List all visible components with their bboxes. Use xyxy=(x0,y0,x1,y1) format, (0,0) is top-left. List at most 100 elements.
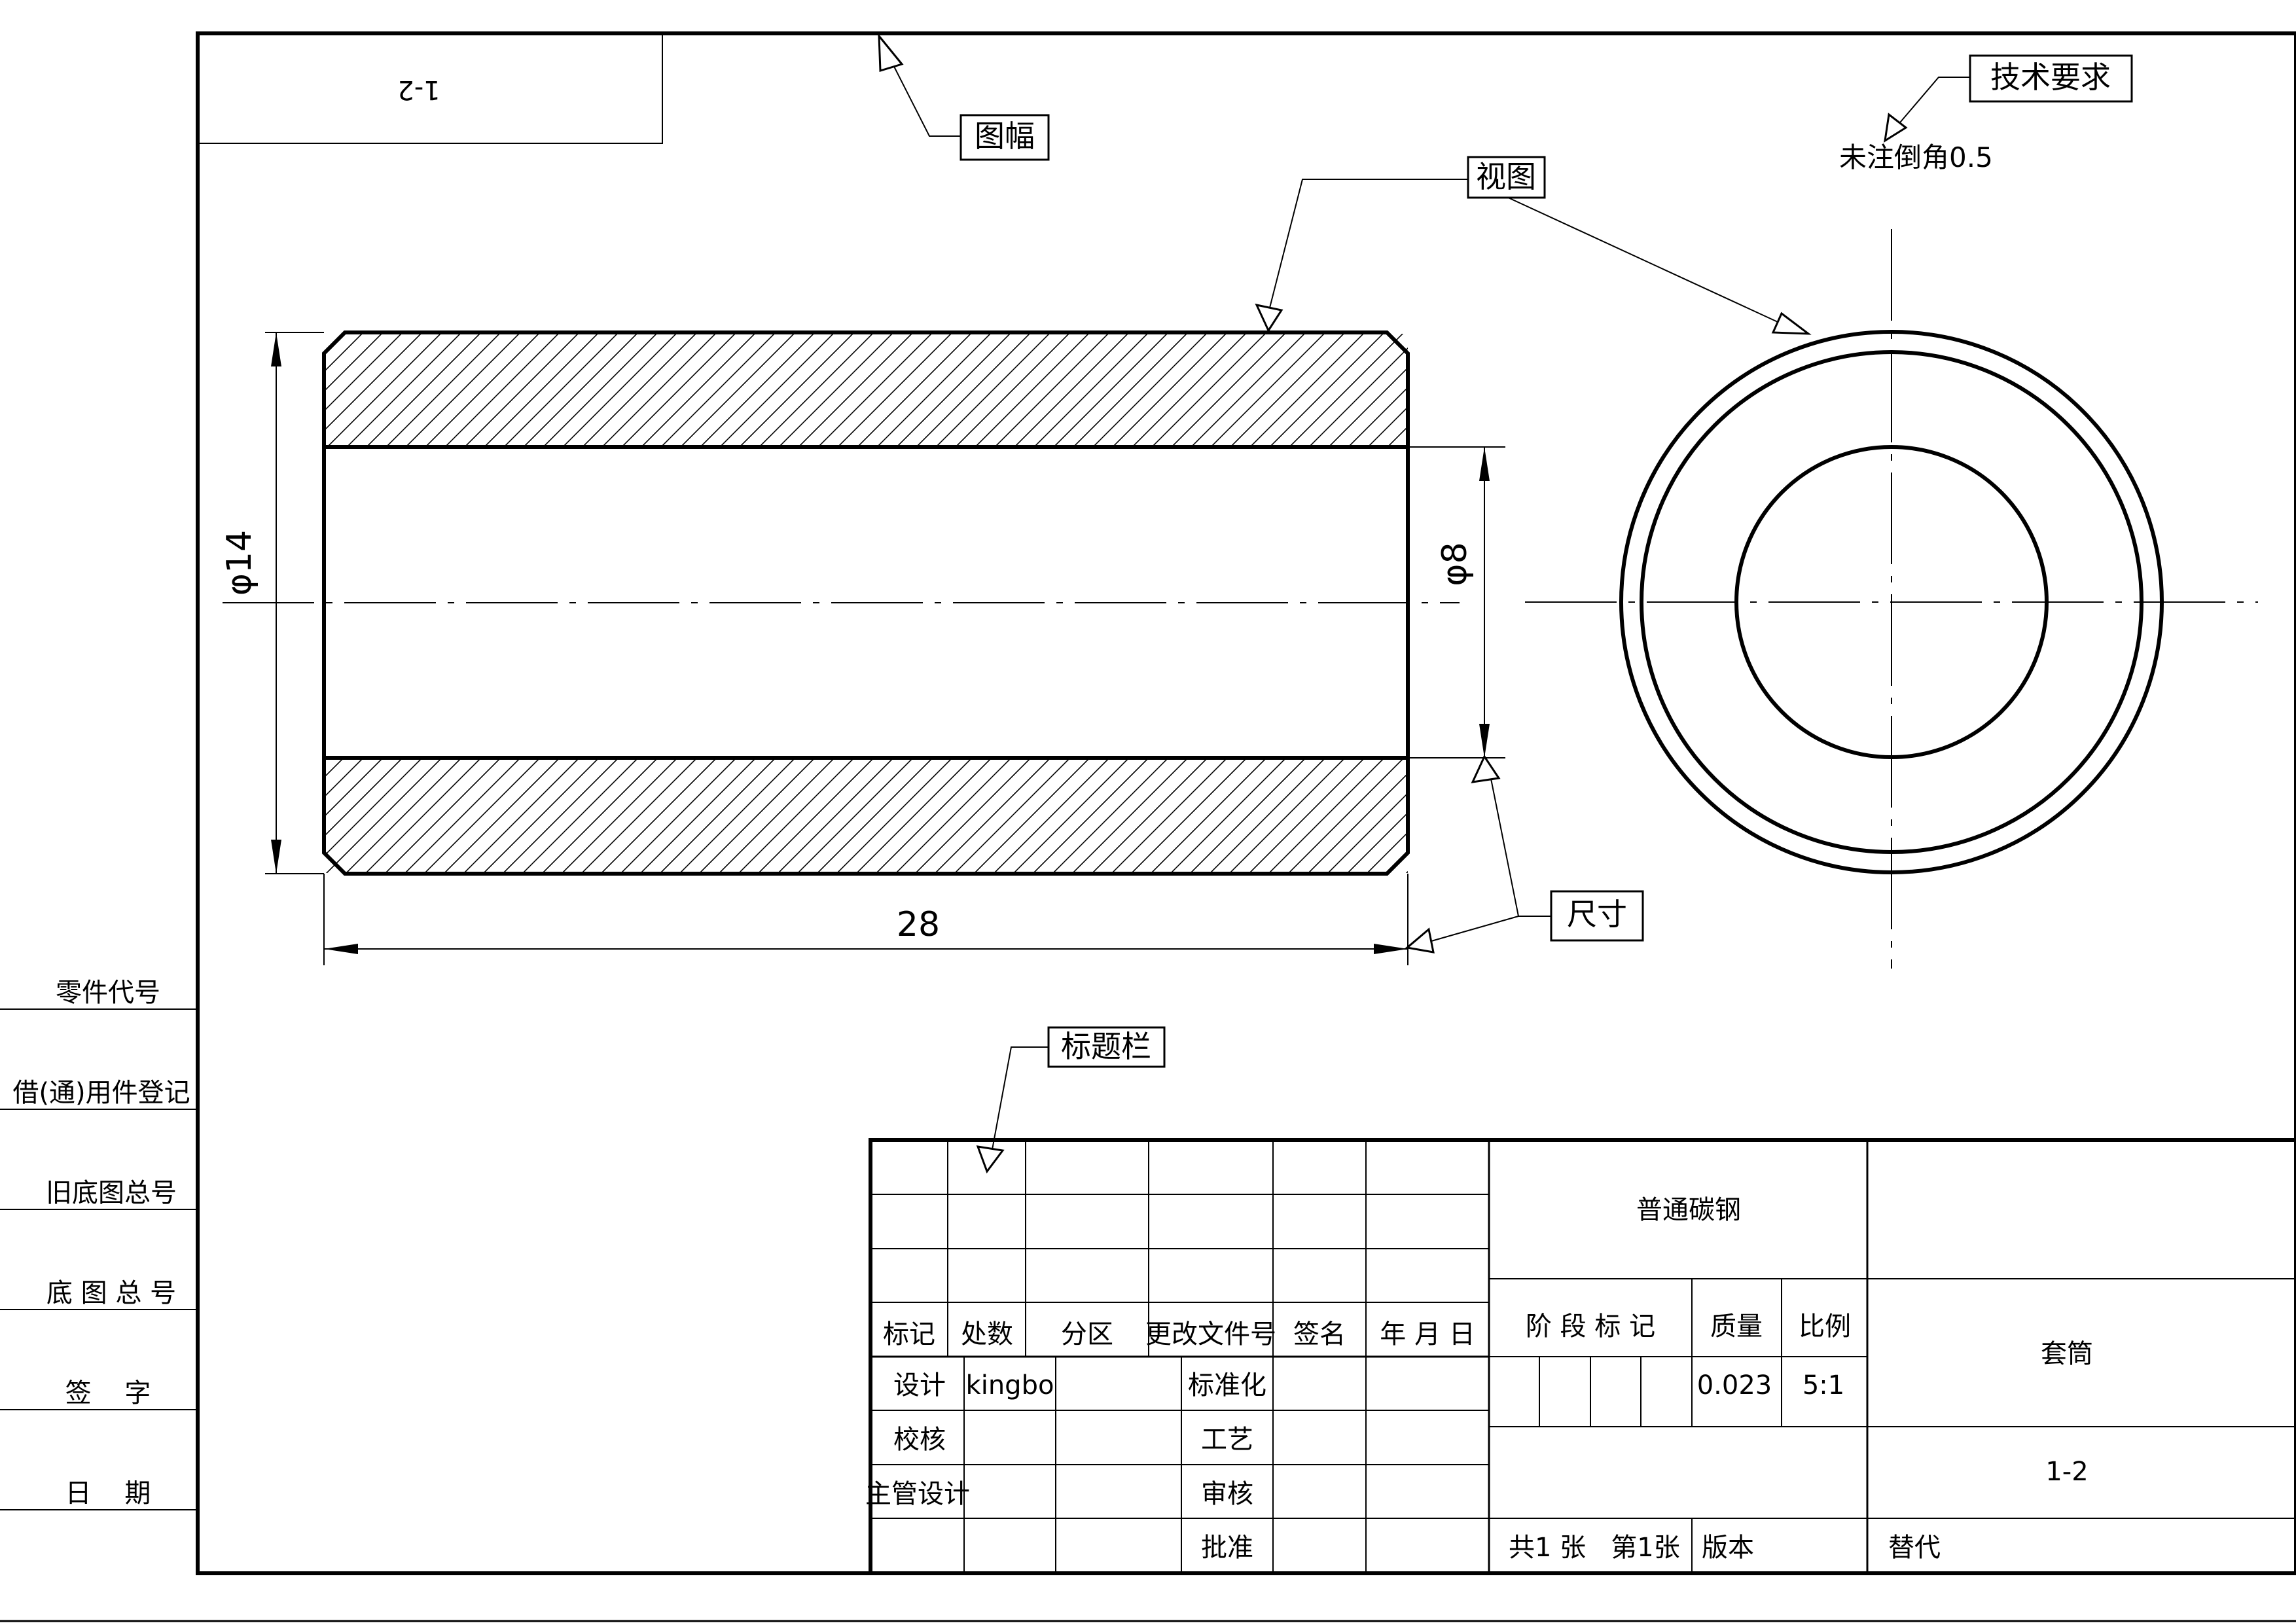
hatch-line xyxy=(1230,334,1345,446)
scale-label: 比例 xyxy=(1799,1311,1851,1342)
hatch-line xyxy=(954,758,1071,873)
hatch-line xyxy=(600,758,717,873)
hatch-line xyxy=(621,334,736,446)
hatch-line xyxy=(1171,334,1286,446)
callout-frame-label: 图幅 xyxy=(975,118,1035,154)
hatch-line xyxy=(325,758,403,837)
row-review-role: 审核 xyxy=(1201,1479,1253,1509)
hatch-line xyxy=(1071,758,1189,873)
hatch-line xyxy=(718,758,835,873)
hatch-line xyxy=(1209,758,1326,873)
callout-tech: 技术要求 xyxy=(1884,54,2133,143)
callout-frame: 图幅 xyxy=(878,33,1050,161)
version-label: 版本 xyxy=(1702,1533,1754,1563)
hatch-line xyxy=(975,334,1090,446)
side-label-old-base-number: 旧底图总号 xyxy=(46,1178,177,1208)
dimension-length: 28 xyxy=(323,874,1408,965)
hatch-line xyxy=(798,334,913,446)
hatch-line xyxy=(325,758,442,873)
hatch-line xyxy=(601,334,717,446)
hatch-line xyxy=(993,758,1110,873)
callout-tech-label: 技术要求 xyxy=(1990,60,2111,95)
hatch-line xyxy=(1170,758,1287,873)
hatch-line xyxy=(503,334,619,446)
hatch-line xyxy=(464,334,579,446)
hatch-line xyxy=(1132,334,1247,446)
hatch-line xyxy=(582,334,697,446)
hatch-top xyxy=(209,332,1581,447)
hatch-line xyxy=(680,334,795,446)
hatch-line xyxy=(1346,812,1408,873)
hatch-line xyxy=(1248,758,1365,873)
hatch-line xyxy=(1014,334,1129,446)
hatch-line xyxy=(738,758,855,873)
stage-mark-label: 阶 段 标 记 xyxy=(1526,1311,1655,1342)
hatch-line xyxy=(817,334,933,446)
hatch-line xyxy=(325,334,422,431)
hatch-line xyxy=(1150,758,1267,873)
hatch-line xyxy=(1466,332,1581,447)
hatch-line xyxy=(1307,772,1408,873)
hatch-line xyxy=(1407,445,1408,446)
hatch-line xyxy=(739,334,854,446)
row-standard-role: 标准化 xyxy=(1188,1370,1266,1400)
side-panel: 零件代号 借(通)用件登记 旧底图总号 底 图 总 号 签 字 日 期 xyxy=(0,978,198,1510)
hatch-line xyxy=(346,334,461,446)
hatch-line xyxy=(562,334,677,446)
hatch-line xyxy=(1112,334,1227,446)
hatch-line xyxy=(444,334,560,446)
hatch-line xyxy=(405,334,520,446)
dim-length-text: 28 xyxy=(897,905,940,944)
hatch-line xyxy=(700,334,815,446)
hatch-line xyxy=(208,758,324,874)
hatch-line xyxy=(423,758,541,873)
hatch-line xyxy=(484,334,599,446)
hatch-line xyxy=(1191,334,1306,446)
row-process-role: 工艺 xyxy=(1201,1425,1253,1455)
hatch-line xyxy=(1073,334,1188,446)
hatch-line xyxy=(1130,758,1247,873)
dimension-outer-diameter: φ14 xyxy=(220,332,324,874)
weight-label: 质量 xyxy=(1710,1311,1763,1342)
hatch-line xyxy=(543,334,658,446)
callout-dimension-label: 尺寸 xyxy=(1567,897,1627,932)
hatch-line xyxy=(641,334,756,446)
hatch-line xyxy=(209,332,324,447)
hatch-line xyxy=(895,758,1012,873)
part-name: 套筒 xyxy=(2041,1339,2093,1369)
callout-view: 视图 xyxy=(1255,156,1812,335)
hatch-line xyxy=(502,758,619,873)
hatch-line xyxy=(836,758,953,873)
hatch-line xyxy=(620,758,737,873)
hatch-line xyxy=(935,334,1050,446)
header-count: 处数 xyxy=(961,1319,1013,1349)
hatch-line xyxy=(425,334,540,446)
hatch-line xyxy=(757,758,874,873)
hatch-line xyxy=(994,334,1109,446)
header-date: 年 月 日 xyxy=(1380,1319,1475,1349)
row-design-role: 设计 xyxy=(893,1370,946,1400)
header-mark: 标记 xyxy=(883,1319,935,1349)
hatch-line xyxy=(522,758,639,873)
hatch-line xyxy=(1287,758,1405,873)
hatch-line xyxy=(1013,758,1130,873)
side-label-date: 日 期 xyxy=(65,1478,151,1508)
hatch-line xyxy=(1445,758,1561,874)
header-signature: 签名 xyxy=(1293,1319,1346,1349)
hatch-line xyxy=(660,334,776,446)
header-change-doc: 更改文件号 xyxy=(1145,1319,1276,1349)
hatch-line xyxy=(523,334,638,446)
row-check-role: 校核 xyxy=(893,1425,946,1455)
callout-view-label: 视图 xyxy=(1476,159,1536,194)
hatch-line xyxy=(719,334,834,446)
hatch-line xyxy=(1446,332,1561,447)
hatch-line xyxy=(325,334,363,372)
hatch-line xyxy=(443,758,560,873)
hatch-line xyxy=(914,758,1031,873)
title-block: 普通碳钢 标记 处数 分区 更改文件号 签名 年 月 日 阶 段 标 记 质量 … xyxy=(865,1138,2296,1575)
code-box: 1-2 xyxy=(197,33,663,144)
scale-value: 5:1 xyxy=(1803,1370,1844,1400)
side-label-base-number: 底 图 总 号 xyxy=(46,1278,176,1308)
hatch-line xyxy=(1053,334,1168,446)
hatch-line xyxy=(955,334,1070,446)
